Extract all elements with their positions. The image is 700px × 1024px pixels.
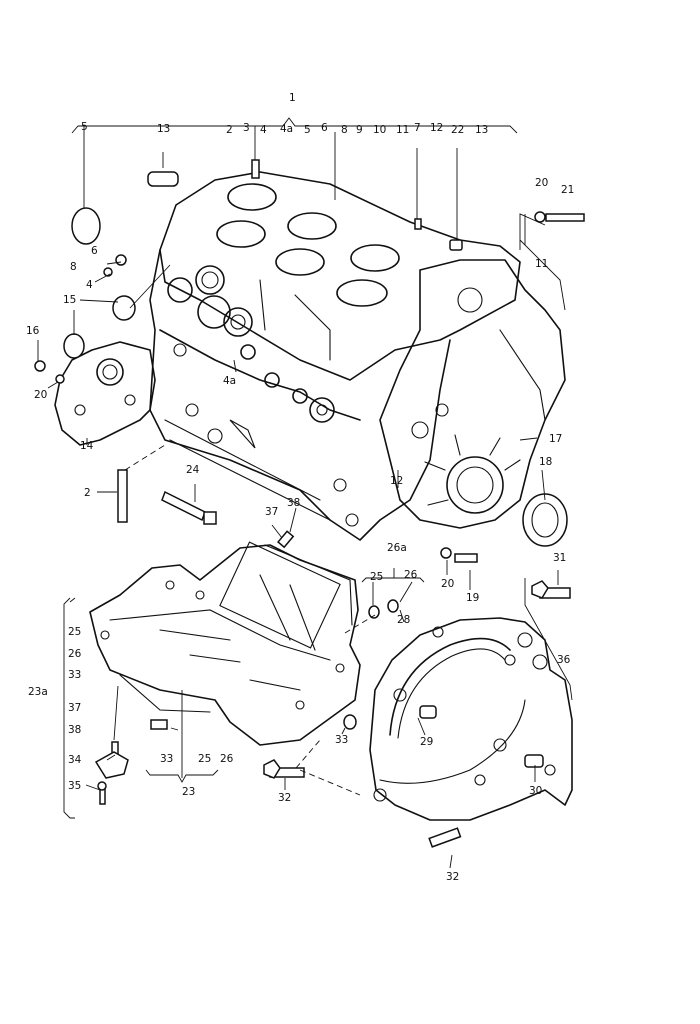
callout-13: 13: [475, 124, 488, 136]
callout-18: 18: [539, 456, 552, 468]
block-rear-flange: [379, 259, 566, 529]
callout-15: 15: [63, 294, 76, 306]
callout-37: 37: [265, 506, 278, 518]
callout-1: 1: [289, 92, 296, 104]
callout-33: 33: [335, 734, 348, 746]
callout-3: 3: [243, 122, 250, 134]
callout-12: 12: [430, 122, 443, 134]
callout-6: 6: [91, 245, 98, 257]
callout-20: 20: [441, 578, 454, 590]
callout-32: 32: [446, 871, 459, 883]
callout-20: 20: [34, 389, 47, 401]
top-bracket: [71, 117, 518, 240]
callout-8: 8: [341, 124, 348, 136]
callout-4a: 4a: [280, 123, 293, 135]
callout-26: 26: [220, 753, 234, 765]
callout-labels: 1 5 13 2 3 4 4a 5 6 8 9 10 11 7 12 22 13…: [26, 92, 574, 883]
callout-5: 5: [81, 121, 88, 133]
callout-30: 30: [529, 785, 542, 797]
callout-7: 7: [414, 122, 421, 134]
callout-37: 37: [68, 702, 81, 714]
bolts-upper: [34, 211, 585, 599]
flywheel-cover-plate-illustration: [369, 617, 573, 848]
callout-12: 12: [390, 475, 403, 487]
callout-29: 29: [420, 736, 433, 748]
callout-35: 35: [68, 780, 81, 792]
callout-20: 20: [535, 177, 548, 189]
callout-23a: 23a: [28, 686, 48, 698]
callout-32: 32: [278, 792, 291, 804]
callout-28: 28: [397, 614, 410, 626]
callout-8: 8: [70, 261, 77, 273]
callout-26a: 26a: [387, 542, 407, 554]
engine-block-illustration: [149, 171, 521, 541]
callout-33: 33: [68, 669, 81, 681]
callout-31: 31: [553, 552, 566, 564]
callout-13: 13: [157, 123, 170, 135]
callout-16: 16: [26, 325, 40, 337]
callout-11: 11: [535, 258, 548, 270]
callout-25: 25: [68, 626, 81, 638]
leader-lines: [37, 213, 573, 869]
seals-plugs: [63, 159, 568, 547]
callout-2: 2: [226, 124, 233, 136]
callout-14: 14: [80, 440, 94, 452]
oil-pan-fittings: [94, 530, 399, 805]
callout-24: 24: [186, 464, 200, 476]
callout-10: 10: [373, 124, 386, 136]
callout-4a: 4a: [223, 375, 236, 387]
callout-19: 19: [466, 592, 479, 604]
callout-36: 36: [557, 654, 571, 666]
callout-6: 6: [321, 122, 328, 134]
oil-pan-illustration: [89, 541, 361, 746]
callout-11: 11: [396, 124, 409, 136]
callout-26: 26: [404, 569, 418, 581]
callout-22: 22: [451, 124, 464, 136]
callout-9: 9: [356, 124, 363, 136]
callout-25: 25: [370, 571, 383, 583]
callout-21: 21: [561, 184, 574, 196]
callout-34: 34: [68, 754, 82, 766]
callout-26: 26: [68, 648, 82, 660]
callout-4: 4: [86, 279, 93, 291]
callout-38: 38: [287, 497, 300, 509]
callout-5: 5: [304, 124, 311, 136]
callout-25: 25: [198, 753, 211, 765]
callout-17: 17: [549, 433, 562, 445]
callout-4: 4: [260, 124, 267, 136]
callout-2: 2: [84, 487, 91, 499]
callout-33: 33: [160, 753, 173, 765]
callout-23: 23: [182, 786, 195, 798]
callout-38: 38: [68, 724, 81, 736]
front-cover-plate: [54, 341, 156, 446]
